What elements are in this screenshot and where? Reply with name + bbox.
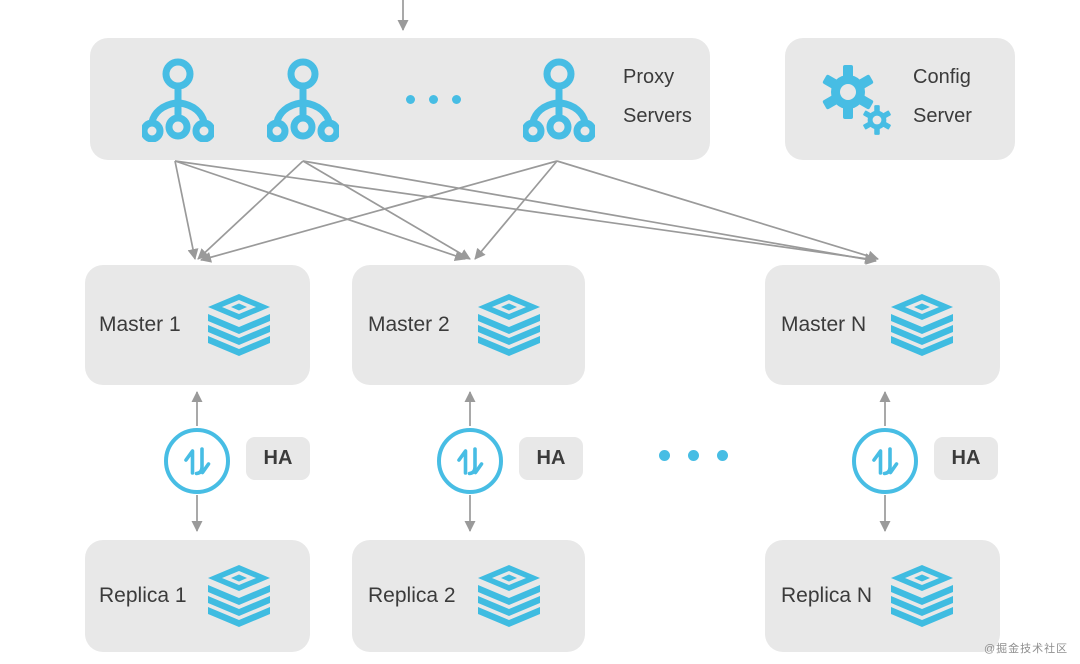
ha-badge-2: HA bbox=[519, 437, 583, 480]
watermark: @掘金技术社区 bbox=[984, 643, 1069, 655]
config-server-label: Config Server bbox=[913, 66, 972, 127]
master-1-label: Master 1 bbox=[99, 313, 181, 336]
proxy-servers-box: Proxy Servers bbox=[90, 38, 710, 160]
master-n-label: Master N bbox=[781, 313, 867, 336]
replica-1-box: Replica 1 bbox=[85, 540, 310, 652]
replica-2-box: Replica 2 bbox=[352, 540, 585, 652]
redis-stack-icon bbox=[208, 565, 270, 627]
ha-row-ellipsis bbox=[650, 450, 737, 461]
proxy-ellipsis bbox=[399, 95, 468, 104]
replica-n-box: Replica N bbox=[765, 540, 1000, 652]
redis-stack-icon bbox=[891, 294, 953, 356]
ha-sync-circle bbox=[164, 428, 230, 494]
sync-arrows-icon bbox=[184, 447, 211, 476]
redis-stack-icon bbox=[478, 565, 540, 627]
ha-label: HA bbox=[536, 447, 566, 469]
gears-icon bbox=[822, 65, 892, 135]
master-n-box: Master N bbox=[765, 265, 1000, 385]
redis-stack-icon bbox=[478, 294, 540, 356]
redis-stack-icon bbox=[891, 565, 953, 627]
replica-n-label: Replica N bbox=[781, 584, 873, 607]
sync-arrows-icon bbox=[872, 447, 899, 476]
proxy-servers-label: Proxy Servers bbox=[623, 66, 692, 127]
config-server-box: Config Server bbox=[785, 38, 1015, 160]
ha-sync-circle bbox=[437, 428, 503, 494]
replica-1-label: Replica 1 bbox=[99, 584, 187, 607]
master-1-box: Master 1 bbox=[85, 265, 310, 385]
proxy-tree-icon bbox=[523, 58, 595, 142]
redis-stack-icon bbox=[208, 294, 270, 356]
sync-arrows-icon bbox=[457, 447, 484, 476]
ha-badge-1: HA bbox=[246, 437, 310, 480]
replica-2-label: Replica 2 bbox=[368, 584, 456, 607]
ha-sync-circle bbox=[852, 428, 918, 494]
ha-badge-n: HA bbox=[934, 437, 998, 480]
ha-label: HA bbox=[951, 447, 981, 469]
ha-label: HA bbox=[263, 447, 293, 469]
proxy-tree-icon bbox=[142, 58, 214, 142]
master-2-label: Master 2 bbox=[368, 313, 450, 336]
proxy-tree-icon bbox=[267, 58, 339, 142]
master-2-box: Master 2 bbox=[352, 265, 585, 385]
